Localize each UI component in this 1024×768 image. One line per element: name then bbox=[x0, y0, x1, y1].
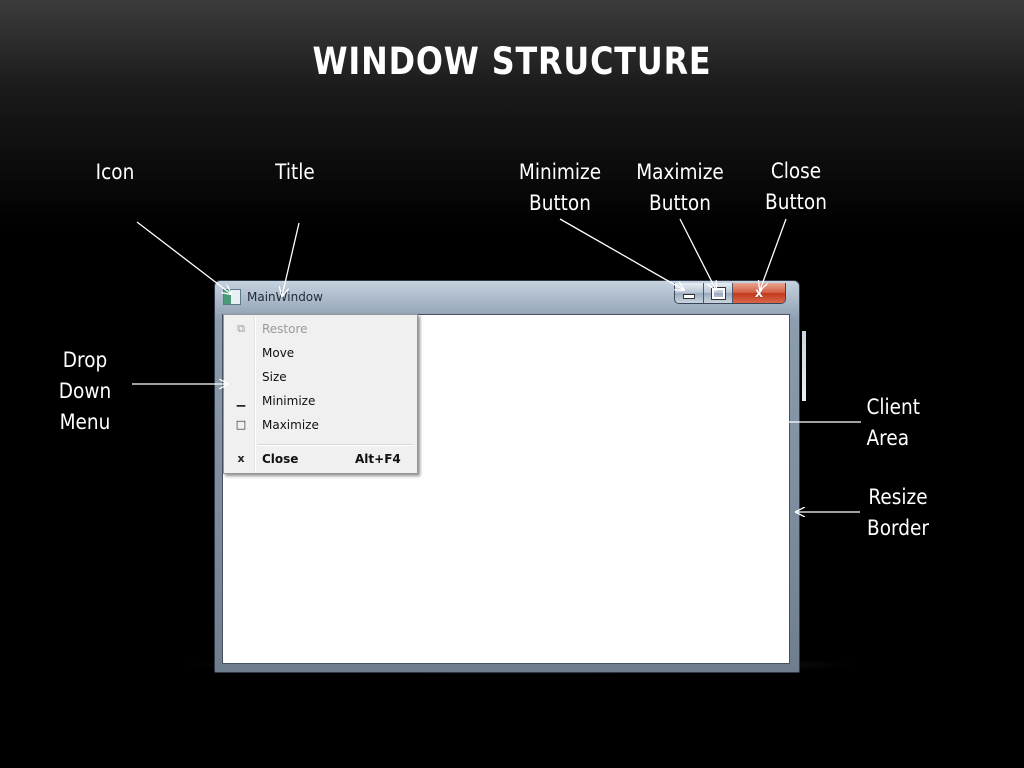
callout-client-area: Client Area bbox=[867, 392, 933, 454]
maximize-button[interactable] bbox=[704, 283, 733, 303]
callout-close-line2: Button bbox=[765, 190, 827, 214]
minimize-icon: ▁ bbox=[236, 394, 246, 407]
callout-client-line2: Area bbox=[866, 426, 910, 450]
menu-item-maximize[interactable]: □ Maximize bbox=[224, 413, 417, 437]
callout-client-line1: Client bbox=[866, 395, 921, 419]
callout-resize-line1: Resize bbox=[868, 485, 928, 509]
menu-gutter bbox=[254, 317, 256, 471]
system-menu: ⧉ Restore Move Size ▁ Minimize □ Maximiz… bbox=[223, 314, 418, 474]
callout-icon-label: Icon bbox=[95, 160, 135, 184]
callout-dropdown-line1: Drop bbox=[62, 348, 108, 372]
menu-item-size[interactable]: Size bbox=[224, 365, 417, 389]
slide-title: WINDOW STRUCTURE bbox=[312, 40, 712, 83]
callout-title-label: Title bbox=[275, 160, 315, 184]
callout-minimize-line1: Minimize bbox=[518, 160, 602, 184]
resize-border-highlight bbox=[802, 331, 806, 401]
menu-separator bbox=[258, 444, 413, 446]
minimize-icon bbox=[683, 293, 695, 299]
menu-item-close[interactable]: x Close Alt+F4 bbox=[224, 447, 417, 471]
menu-item-label: Move bbox=[262, 346, 295, 360]
menu-item-label: Maximize bbox=[262, 418, 319, 432]
callout-minimize-line2: Button bbox=[529, 191, 591, 215]
callout-icon: Icon bbox=[89, 157, 142, 188]
callout-resize-line2: Border bbox=[867, 516, 929, 540]
menu-item-label: Close bbox=[262, 452, 299, 466]
callout-dropdown-line2: Down bbox=[58, 379, 112, 403]
callout-title: Title bbox=[269, 157, 322, 188]
menu-item-accelerator: Alt+F4 bbox=[355, 452, 401, 466]
callout-maximize-button: Maximize Button bbox=[632, 157, 729, 219]
callout-maximize-line1: Maximize bbox=[636, 160, 724, 184]
restore-icon: ⧉ bbox=[237, 322, 245, 335]
menu-item-restore[interactable]: ⧉ Restore bbox=[224, 317, 417, 341]
callout-drop-down-menu: Drop Down Menu bbox=[50, 345, 120, 438]
window-title: MainWindow bbox=[247, 290, 323, 304]
menu-item-label: Restore bbox=[262, 322, 308, 336]
menu-item-minimize[interactable]: ▁ Minimize bbox=[224, 389, 417, 413]
maximize-icon: □ bbox=[235, 418, 247, 431]
callout-close-button: Close Button bbox=[752, 156, 840, 218]
minimize-button[interactable] bbox=[675, 283, 704, 303]
menu-item-label: Size bbox=[262, 370, 287, 384]
caption-buttons: x bbox=[674, 283, 786, 304]
close-icon: x bbox=[237, 452, 245, 465]
callout-resize-border: Resize Border bbox=[863, 482, 933, 544]
callout-maximize-line2: Button bbox=[649, 191, 711, 215]
callout-close-line1: Close bbox=[770, 159, 822, 183]
callout-dropdown-line3: Menu bbox=[59, 410, 111, 434]
app-icon[interactable] bbox=[223, 289, 241, 305]
close-button[interactable]: x bbox=[733, 283, 785, 303]
callout-minimize-button: Minimize Button bbox=[512, 157, 609, 219]
main-window[interactable]: MainWindow x bbox=[214, 280, 806, 673]
maximize-icon bbox=[710, 286, 726, 300]
menu-item-label: Minimize bbox=[262, 394, 316, 408]
close-icon: x bbox=[754, 285, 764, 301]
title-bar[interactable]: MainWindow x bbox=[215, 281, 799, 314]
menu-item-move[interactable]: Move bbox=[224, 341, 417, 365]
